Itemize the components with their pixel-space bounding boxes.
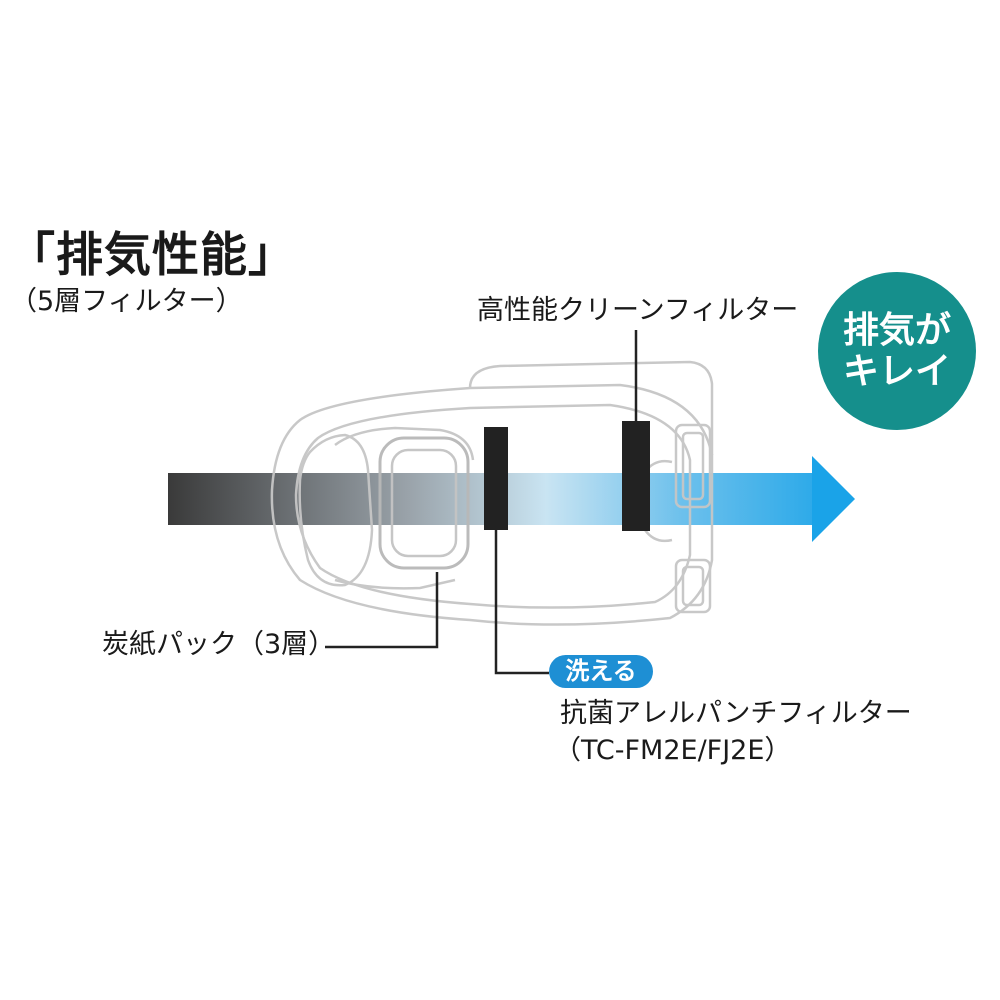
high-performance-filter-label: 高性能クリーンフィルター — [477, 295, 799, 326]
clean-exhaust-badge-line2: キレイ — [842, 351, 951, 392]
leader-allerpa — [494, 530, 549, 675]
clean-exhaust-badge-line1: 排気が — [842, 309, 951, 351]
vacuum-cleaner-outline-icon — [270, 360, 714, 626]
page-title: 「排気性能」 — [8, 228, 296, 283]
clean-exhaust-badge: 排気が キレイ — [818, 272, 976, 430]
washable-badge: 洗える — [549, 655, 653, 688]
clean-filter-block — [622, 421, 650, 531]
allerpa-filter-block — [484, 427, 508, 530]
model-numbers-label: （TC-FM2E/FJ2E） — [554, 735, 792, 766]
paper-pack-label: 炭紙パック（3層） — [102, 629, 336, 660]
allerpa-filter-label: 抗菌アレルパンチフィルター — [560, 698, 912, 729]
leader-lines — [325, 330, 638, 675]
page-subtitle: （5層フィルター） — [10, 286, 243, 317]
leader-paper-pack — [325, 572, 439, 649]
